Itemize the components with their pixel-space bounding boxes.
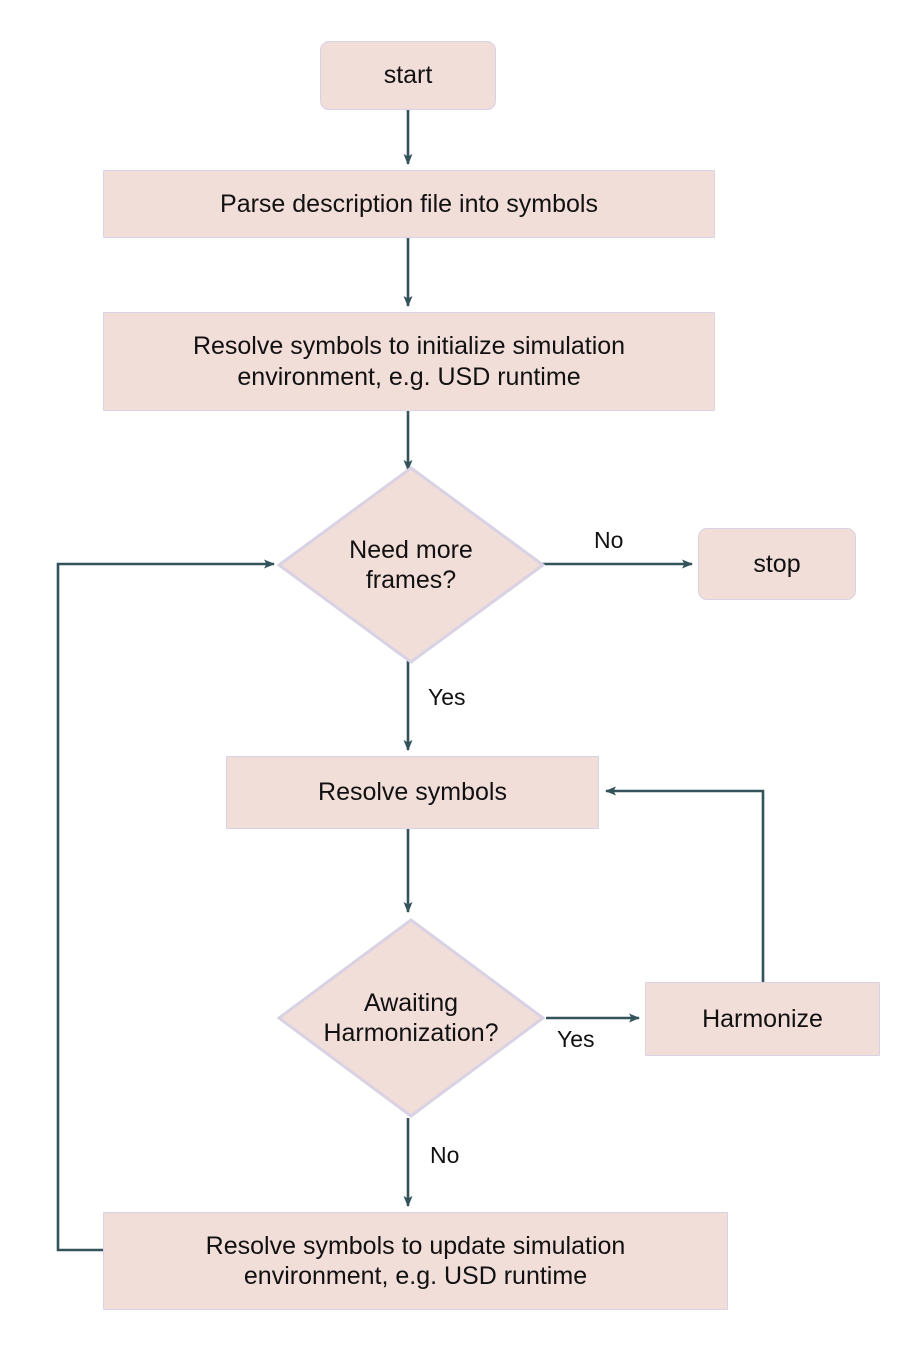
node-resolve-symbols-label: Resolve symbols xyxy=(318,778,507,807)
node-update-simulation[interactable]: Resolve symbols to update simulation env… xyxy=(103,1212,728,1310)
node-stop-label: stop xyxy=(753,549,801,578)
node-update-simulation-label: Resolve symbols to update simulation env… xyxy=(205,1231,626,1291)
node-start-label: start xyxy=(383,61,433,90)
node-resolve-symbols[interactable]: Resolve symbols xyxy=(226,756,599,829)
node-stop[interactable]: stop xyxy=(698,528,856,600)
edge-update-to-need-frames xyxy=(56,559,275,1252)
node-start[interactable]: start xyxy=(320,41,496,110)
awaiting-harmonization-diamond-shape xyxy=(277,918,545,1118)
need-more-frames-diamond-shape xyxy=(277,466,545,664)
edge-harmonize-to-resolve xyxy=(605,786,765,982)
node-initialize-simulation-label: Resolve symbols to initialize simulation… xyxy=(192,332,626,391)
node-initialize-simulation[interactable]: Resolve symbols to initialize simulation… xyxy=(103,312,715,411)
edge-label-need-frames-yes: Yes xyxy=(428,684,466,710)
node-harmonize-label: Harmonize xyxy=(702,1004,823,1033)
node-parse-description-label: Parse description file into symbols xyxy=(220,189,598,218)
node-need-more-frames[interactable]: Need more frames? xyxy=(277,466,545,664)
node-awaiting-harmonization[interactable]: Awaiting Harmonization? xyxy=(277,918,545,1118)
edge-label-need-frames-no: No xyxy=(594,527,624,553)
node-harmonize[interactable]: Harmonize xyxy=(645,982,880,1056)
node-parse-description[interactable]: Parse description file into symbols xyxy=(103,170,715,238)
edge-label-awaiting-no: No xyxy=(430,1142,460,1168)
edge-label-awaiting-yes: Yes xyxy=(557,1026,595,1052)
